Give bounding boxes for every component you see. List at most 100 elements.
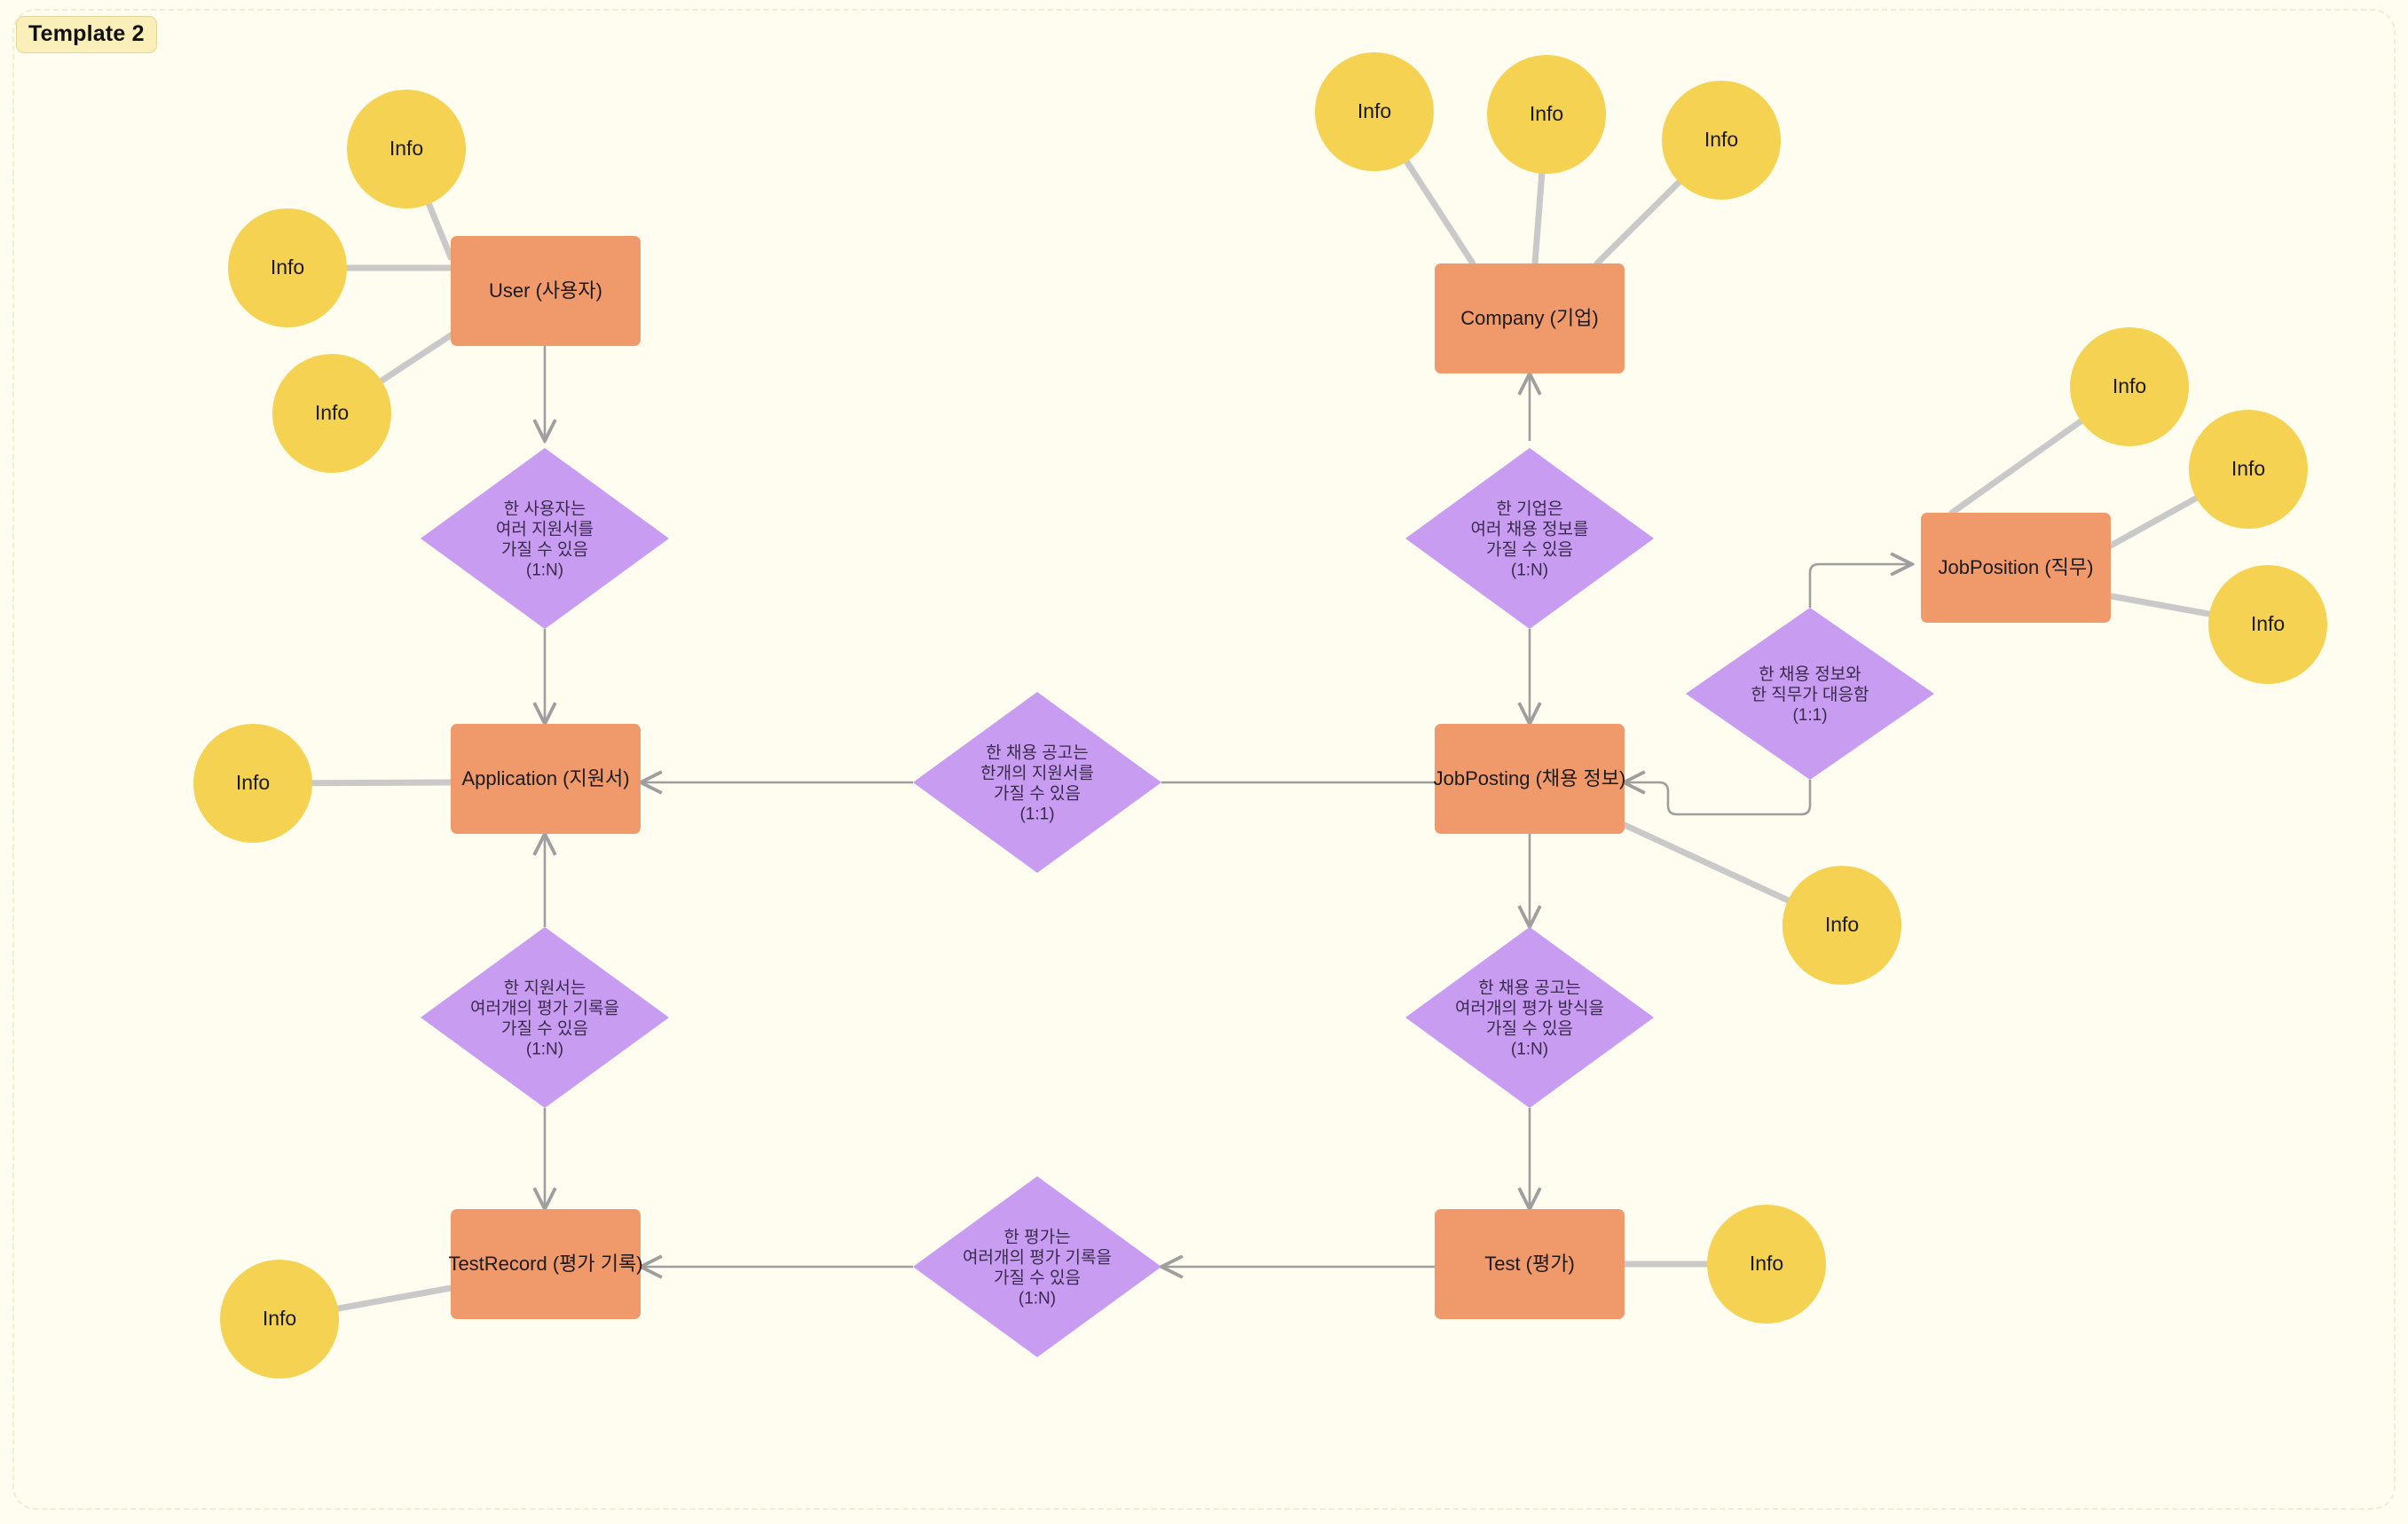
relationship-label-line: (1:N)	[1511, 1041, 1548, 1059]
entity-node-jobposition[interactable]: JobPosition (직무)	[1921, 513, 2111, 623]
attribute-label: Info	[1750, 1252, 1783, 1275]
attribute-circle[interactable]	[272, 354, 391, 473]
attribute-circle[interactable]	[2189, 410, 2308, 529]
relationship-label-line: 여러개의 평가 방식을	[1455, 999, 1604, 1018]
attribute-node[interactable]: Info	[2070, 327, 2189, 446]
relationship-label-line: 가질 수 있음	[1486, 540, 1573, 560]
relationship-label-line: 가질 수 있음	[994, 784, 1081, 804]
relationship-label-line: 한 직무가 대응함	[1751, 685, 1869, 704]
relationship-label-line: 한 채용 정보와	[1759, 664, 1861, 684]
relationship-label-line: 한 지원서는	[504, 978, 586, 998]
relationship-label-line: 여러개의 평가 기록을	[963, 1248, 1112, 1268]
attribute-label: Info	[271, 255, 304, 279]
entity-node-test[interactable]: Test (평가)	[1435, 1209, 1625, 1319]
entities-layer: User (사용자) Application (지원서) TestRecord (평…	[448, 236, 2111, 1319]
relationship-label-line: (1:1)	[1019, 805, 1054, 824]
entity-node-user[interactable]: User (사용자)	[451, 236, 641, 346]
attribute-label: Info	[390, 137, 423, 160]
attribute-circle[interactable]	[347, 90, 466, 208]
relationship-diamond[interactable]	[1405, 448, 1654, 629]
attribute-circle[interactable]	[1487, 55, 1606, 174]
relationship-label-line: 여러 지원서를	[496, 520, 594, 539]
relationship-diamond[interactable]	[1686, 608, 1934, 780]
entity-label: Test (평가)	[1484, 1253, 1575, 1275]
attribute-circle[interactable]	[228, 208, 347, 327]
entity-label: JobPosting (채용 정보)	[1434, 767, 1626, 789]
relationship-label-line: 한 채용 공고는	[986, 743, 1088, 763]
attribute-node[interactable]: Info	[272, 354, 391, 473]
attribute-circle[interactable]	[1707, 1205, 1826, 1324]
relationship-label-line: 한개의 지원서를	[980, 764, 1094, 783]
relationship-label-line: 가질 수 있음	[994, 1269, 1081, 1288]
entity-node-testrecord[interactable]: TestRecord (평가 기록)	[448, 1209, 643, 1319]
attribute-node[interactable]: Info	[347, 90, 466, 208]
attribute-label: Info	[315, 401, 349, 424]
attribute-label: Info	[1530, 102, 1563, 125]
entity-rect[interactable]	[1921, 513, 2111, 623]
relationship-diamond[interactable]	[913, 1176, 1161, 1357]
relationship-label-line: 한 기업은	[1496, 499, 1562, 519]
attribute-node[interactable]: Info	[2189, 410, 2308, 529]
attribute-circle[interactable]	[1315, 52, 1434, 171]
entity-rect[interactable]	[1435, 1209, 1625, 1319]
entity-node-application[interactable]: Application (지원서)	[451, 724, 641, 834]
template-badge[interactable]: Template 2	[16, 16, 157, 53]
relationship-label-line: 한 채용 공고는	[1478, 978, 1580, 998]
attribute-node[interactable]: Info	[1315, 52, 1434, 171]
relationship-label-line: 가질 수 있음	[501, 1019, 588, 1039]
relationship-diamond[interactable]	[1405, 927, 1654, 1108]
attribute-node[interactable]: Info	[1782, 866, 1901, 985]
relationship-label-line: 가질 수 있음	[501, 540, 588, 560]
entity-label: Company (기업)	[1460, 307, 1598, 329]
relation-edge	[1808, 564, 1912, 608]
entity-rect[interactable]	[1435, 724, 1625, 834]
entity-node-company[interactable]: Company (기업)	[1435, 263, 1625, 373]
relationship-label-line: (1:N)	[526, 1041, 563, 1059]
relationship-diamond[interactable]	[421, 448, 669, 629]
relationship-diamond[interactable]	[421, 927, 669, 1108]
relationship-label-line: 가질 수 있음	[1486, 1019, 1573, 1039]
attribute-circle[interactable]	[1662, 81, 1781, 200]
relationship-diamond[interactable]	[913, 692, 1161, 873]
entity-label: JobPosition (직무)	[1939, 556, 2094, 578]
attribute-label: Info	[2113, 374, 2146, 397]
attribute-circle[interactable]	[193, 724, 312, 843]
relationship-label-line: (1:N)	[526, 562, 563, 580]
attribute-label: Info	[236, 771, 270, 794]
attribute-circle[interactable]	[1782, 866, 1901, 985]
attribute-label: Info	[1825, 913, 1859, 936]
entity-node-jobposting[interactable]: JobPosting (채용 정보)	[1434, 724, 1626, 834]
relationship-label-line: (1:1)	[1792, 706, 1827, 725]
entity-label: User (사용자)	[489, 279, 602, 302]
attribute-circle[interactable]	[2208, 565, 2327, 684]
attribute-label: Info	[2231, 457, 2265, 480]
attribute-node[interactable]: Info	[228, 208, 347, 327]
entity-rect[interactable]	[451, 724, 641, 834]
relation-edge	[1624, 780, 1812, 816]
attribute-node[interactable]: Info	[1487, 55, 1606, 174]
attribute-node[interactable]: Info	[220, 1260, 339, 1379]
relationship-label-line: 여러 채용 정보를	[1471, 520, 1589, 539]
entity-rect[interactable]	[451, 236, 641, 346]
attribute-node[interactable]: Info	[193, 724, 312, 843]
attribute-node[interactable]: Info	[1707, 1205, 1826, 1324]
attribute-label: Info	[1357, 99, 1391, 122]
attribute-circle[interactable]	[220, 1260, 339, 1379]
entity-rect[interactable]	[451, 1209, 641, 1319]
attribute-node[interactable]: Info	[1662, 81, 1781, 200]
attribute-circle[interactable]	[2070, 327, 2189, 446]
entity-rect[interactable]	[1435, 263, 1625, 373]
diagram-board	[12, 9, 2396, 1510]
attribute-node[interactable]: Info	[2208, 565, 2327, 684]
